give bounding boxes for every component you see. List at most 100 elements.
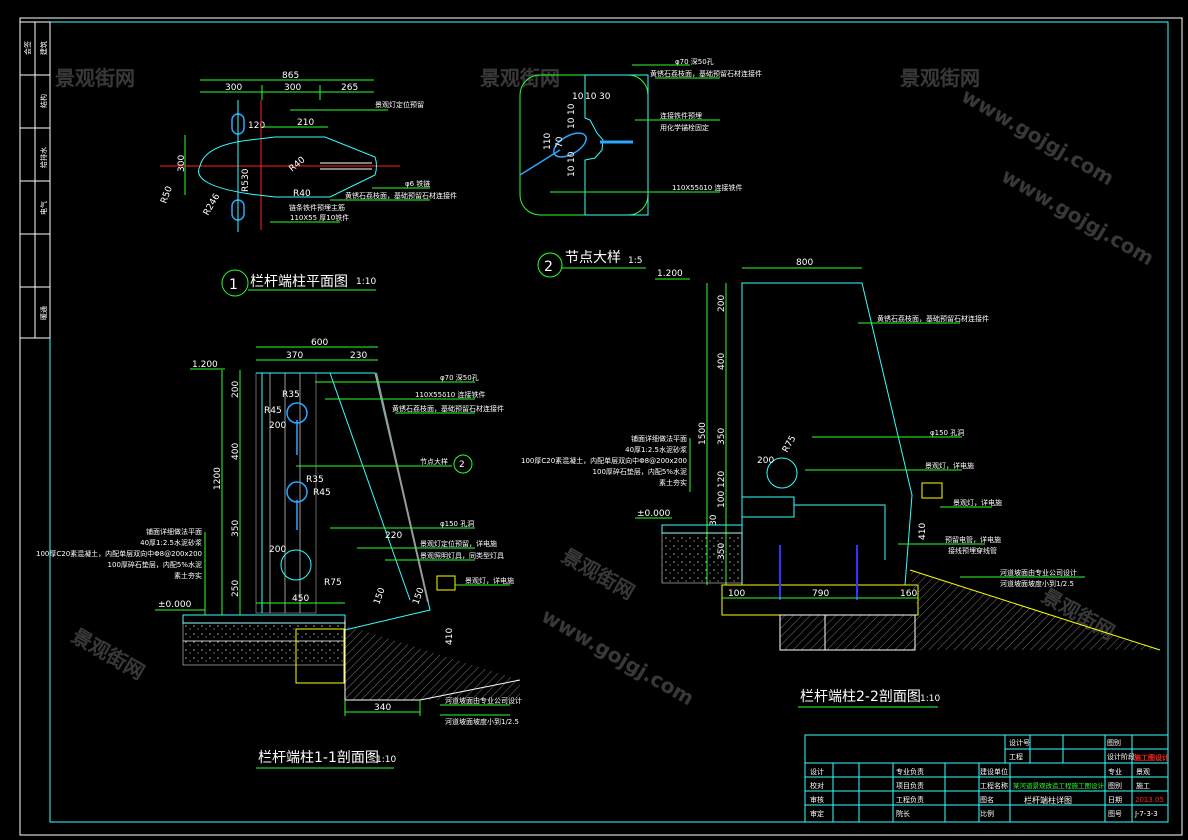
section1-dims-d220-label: 220 bbox=[385, 531, 402, 541]
section2-elev_zero-label: ±0.000 bbox=[637, 509, 671, 519]
drawing2-scale-label: 1:5 bbox=[628, 256, 642, 266]
side_strip-0-label: 会签 bbox=[23, 41, 32, 55]
circle-mark bbox=[221, 269, 249, 297]
drawing-name: 栏杆端柱详图 bbox=[1024, 795, 1072, 805]
circle-mark bbox=[766, 457, 798, 489]
section2-scale-label: 1:10 bbox=[920, 694, 940, 704]
section1-notes-9-label: 河道坡面坡度小到1/2.5 bbox=[445, 717, 519, 726]
title_block-far_labels-2-label: 日期 bbox=[1108, 796, 1122, 804]
section1-dims-h4-label: 250 bbox=[231, 580, 241, 597]
drawing-2-node-detail: 10 10 30 10 10 110 70 10 10 φ70 深50孔 黄锈石… bbox=[519, 57, 762, 278]
side_strip-3-label: 给排水 bbox=[39, 147, 48, 168]
section1-dims-r35a-label: R35 bbox=[282, 390, 300, 400]
title_block-right_labels-0-label: 建设单位 bbox=[980, 767, 1008, 776]
drawing1-dims-r5-label: R40 bbox=[293, 189, 311, 199]
watermark-url-label: www.gojgj.com bbox=[538, 604, 699, 711]
watermark-brand-label: 景观街网 bbox=[480, 66, 560, 90]
section1-notes-5-label: 景观灯定位预留，详电施 bbox=[420, 539, 497, 548]
circle-mark bbox=[453, 454, 473, 474]
drawing2-dims-7-label: 10 bbox=[567, 151, 577, 163]
title_block-far_labels-0-label: 专业 bbox=[1108, 767, 1122, 776]
path-mark bbox=[344, 620, 521, 701]
section1-dims-lamp-label: 410 bbox=[445, 628, 455, 645]
title-block: 设计号 工程 图别 设计阶段 施工图设计 设计 校对 审核 审定 专业负责 项目… bbox=[804, 734, 1169, 823]
drawing1-dims-r2-label: R530 bbox=[241, 168, 251, 192]
drawing2-notes-1-label: 黄锈石荔枝面，基础预留石材连接件 bbox=[650, 69, 762, 78]
section1-notes-1-label: 110X55δ10 连接铁件 bbox=[415, 390, 485, 399]
section2-dims-o1-label: 200 bbox=[757, 456, 774, 466]
watermark-url-label: www.gojgj.com bbox=[998, 164, 1159, 271]
section1-dims-h-label: 1200 bbox=[213, 467, 223, 490]
drawing1-notes-2-label: 黄锈石荔枝面，基础预留石材连接件 bbox=[345, 191, 457, 200]
watermark-brand-label: 景观街网 bbox=[68, 624, 149, 685]
inner-frame bbox=[49, 21, 1169, 823]
drawing2-notes-0-label: φ70 深50孔 bbox=[675, 57, 714, 66]
section2-layers-0-label: 铺面详细做法平面 bbox=[631, 434, 687, 443]
title_block-far_values-1-label: 施工 bbox=[1136, 781, 1150, 790]
section1-notes-6-label: 景观照明灯具，同类型灯具 bbox=[420, 551, 504, 560]
section2-dims-h-label: 1500 bbox=[698, 422, 708, 445]
title_block-top-1-label: 工程 bbox=[1009, 752, 1023, 761]
drawing-1-plan: 865 300 300 265 210 120 300 R530 R40 R50… bbox=[159, 71, 457, 297]
section1-notes-0-label: φ70 深50孔 bbox=[440, 373, 479, 382]
drawing2-dims-3-label: 10 bbox=[567, 117, 577, 129]
title_block-right_labels-3-label: 比例 bbox=[980, 809, 994, 818]
section1-dims-r35b-label: R35 bbox=[306, 475, 324, 485]
section2-notes-4-label: 预留电管，详电施 bbox=[945, 535, 1001, 544]
section2-notes-5-label: 接线预埋穿线管 bbox=[948, 546, 997, 555]
section2-dims-h2-label: 400 bbox=[717, 353, 727, 370]
section2-dims-h4-label: 120 bbox=[717, 471, 727, 488]
section2-dims-b3-label: 160 bbox=[900, 589, 917, 599]
rect-mark bbox=[921, 482, 943, 499]
title_block-far_values-2-label: 2013.05 bbox=[1135, 796, 1164, 804]
section1-layer-notes: 铺面详细做法平面 40厚1:2.5水泥砂浆 100厚C20素混凝土，内配单层双向… bbox=[36, 527, 206, 615]
rect-mark bbox=[661, 524, 743, 534]
section-1-1: 600 370 230 1.200 1200 200 400 350 250 R… bbox=[36, 338, 522, 769]
section1-title-label: 栏杆端柱1-1剖面图 bbox=[258, 750, 379, 766]
section1-notes-7-label: 景观灯，详电施 bbox=[465, 576, 514, 585]
drawing2-notes-3-label: 用化学锚栓固定 bbox=[660, 123, 709, 132]
rect-mark bbox=[182, 614, 346, 624]
title_block-left_labels-2-label: 审核 bbox=[810, 795, 824, 804]
section1-dims-toe-label: 340 bbox=[374, 703, 391, 713]
watermark-brand-label: 景观街网 bbox=[900, 66, 980, 90]
section1-notes-2-label: 黄锈石荔枝面，基础预留石材连接件 bbox=[392, 404, 504, 413]
section1-notes-8-label: 河道坡面由专业公司设计 bbox=[445, 696, 522, 705]
section2-notes-1-label: φ150 孔洞 bbox=[930, 428, 964, 437]
stage-stamp: 施工图设计 bbox=[1134, 753, 1169, 762]
drawing1-dims-e-label: 210 bbox=[297, 118, 314, 128]
path-mark bbox=[741, 282, 913, 586]
section2-dims-b1-label: 100 bbox=[728, 589, 745, 599]
drawing1-dims-total-label: 865 bbox=[282, 71, 299, 81]
section2-notes-7-label: 河道坡面坡度小到1/2.5 bbox=[1000, 579, 1074, 588]
drawing2-dims-4-label: 10 bbox=[567, 103, 577, 115]
drawing2-dims-0-label: 10 bbox=[572, 92, 584, 102]
drawing2-title-label: 节点大样 bbox=[565, 250, 621, 266]
section1-layers-0-label: 铺面详细做法平面 bbox=[146, 527, 202, 536]
section1-callout-label: 2 bbox=[459, 460, 465, 470]
circle-mark bbox=[537, 252, 563, 278]
drawing1-notes-1-label: φ6 铁链 bbox=[405, 179, 430, 188]
drawing1-dims-b-label: 300 bbox=[284, 83, 301, 93]
title_block-far_values-0-label: 景观 bbox=[1136, 768, 1150, 776]
rect-mark bbox=[824, 614, 916, 651]
section2-notes-3-label: 景观灯，详电施 bbox=[953, 498, 1002, 507]
watermark-brand-label: 景观街网 bbox=[55, 66, 135, 90]
side_strip-1-label: 建筑 bbox=[39, 41, 48, 55]
side_strip-5-label: 暖通 bbox=[39, 306, 48, 320]
side-signoff-strip: 会签 建筑 结构 给排水 电气 暖通 bbox=[19, 21, 51, 339]
title_block-mid_labels-1-label: 项目负责 bbox=[896, 781, 924, 790]
path-mark bbox=[909, 569, 1161, 651]
section1-dims-r75-label: R75 bbox=[324, 578, 342, 588]
rect-mark bbox=[182, 640, 346, 666]
section1-dims-h2-label: 400 bbox=[231, 443, 241, 460]
project-name: 某河道景观改造工程施工图设计 bbox=[1013, 781, 1105, 790]
section1-dims-r150a-label: 150 bbox=[372, 586, 387, 606]
outer-border bbox=[19, 17, 1183, 836]
drawing1-dims-r4-label: R246 bbox=[202, 192, 223, 218]
title_block-mid_labels-3-label: 院长 bbox=[896, 809, 910, 818]
section1-elev_top-label: 1.200 bbox=[192, 360, 218, 370]
watermark-url-label: www.gojgj.com bbox=[958, 84, 1119, 191]
drawing2-notes-2-label: 连接铁件预埋 bbox=[660, 111, 702, 120]
section1-dims-r45b-label: R45 bbox=[313, 488, 331, 498]
